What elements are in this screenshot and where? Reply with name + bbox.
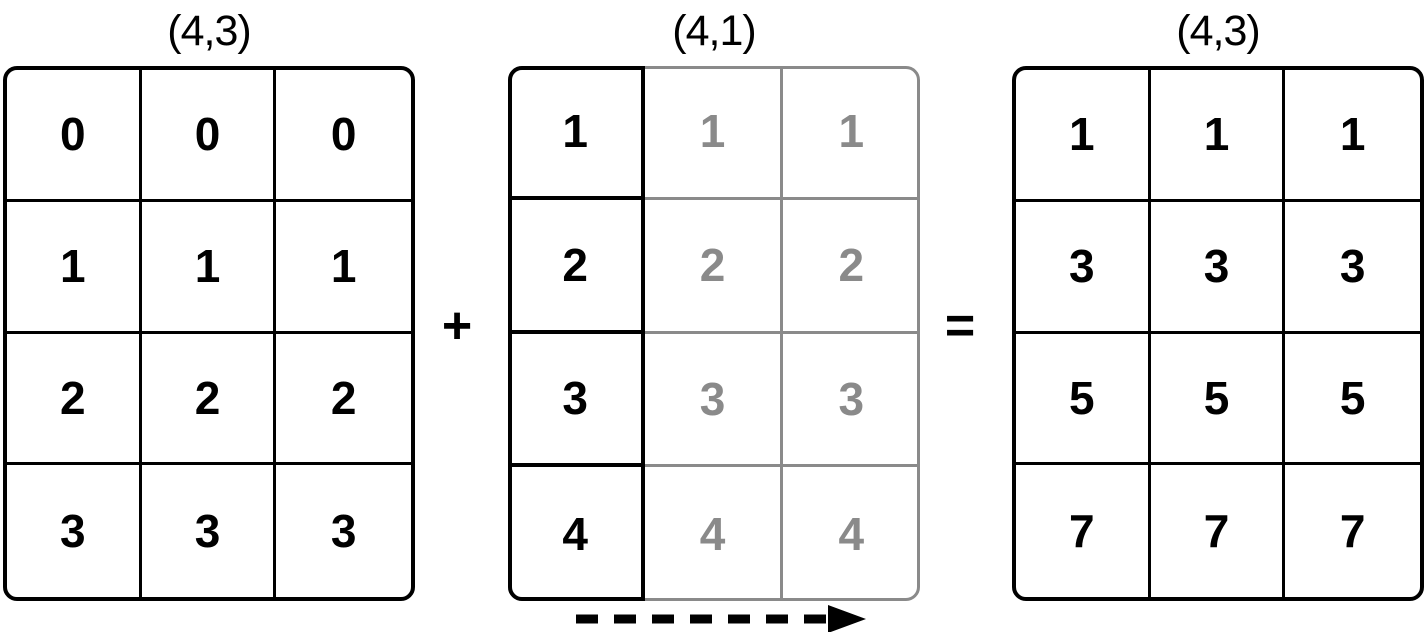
matrix-a-shape-label: (4,3) bbox=[167, 7, 251, 55]
matrix-result-cell-r0c1: 1 bbox=[1150, 70, 1286, 202]
matrix-b-cell-r0c0: 1 bbox=[508, 66, 646, 200]
matrix-a-cell-r0c2: 0 bbox=[276, 70, 411, 202]
matrix-b-cell-r3c0: 4 bbox=[562, 508, 588, 561]
matrix-result-cell-r2c0: 5 bbox=[1016, 333, 1151, 466]
matrix-a-cell-r3c0: 3 bbox=[7, 465, 142, 597]
matrix-b-cell-r2c1: 3 bbox=[645, 333, 783, 468]
matrix-b-cell-r1c0: 2 bbox=[508, 200, 646, 334]
matrix-a-cell-r1c2: 1 bbox=[276, 202, 411, 334]
matrix-result-cell-r0c0: 1 bbox=[1016, 70, 1151, 202]
matrix-result-cell-r2c1: 5 bbox=[1150, 333, 1286, 466]
matrix-a-cell-r3c1: 3 bbox=[142, 465, 277, 597]
matrix-result-cell-r0c2: 1 bbox=[1285, 70, 1420, 202]
broadcast-arrow bbox=[570, 604, 870, 633]
equals-operator: = bbox=[944, 297, 976, 355]
matrix-a-cell-r3c2: 3 bbox=[330, 505, 357, 558]
matrix-a-cell-r2c1: 2 bbox=[141, 333, 277, 466]
matrix-a-cell-r2c0: 2 bbox=[7, 333, 142, 466]
matrix-result-cell-r1c0: 3 bbox=[1016, 201, 1151, 334]
matrix-b-cell-r1c1: 2 bbox=[645, 199, 783, 334]
matrix-a-cell-r0c0: 0 bbox=[7, 70, 142, 202]
matrix-a-cell-r1c0: 1 bbox=[7, 201, 142, 334]
dashed-right-arrow-icon bbox=[576, 605, 866, 633]
matrix-b-cell-r2c0: 3 bbox=[508, 334, 646, 468]
matrix-a-cell-r0c1: 0 bbox=[141, 70, 277, 202]
matrix-b-cell-r3c2: 4 bbox=[838, 508, 865, 561]
matrix-result: 1 1 1 3 3 3 5 5 5 7 7 7 bbox=[1012, 66, 1424, 601]
matrix-result-cell-r3c2: 7 bbox=[1339, 505, 1366, 558]
matrix-b-cell-r3c1: 4 bbox=[645, 467, 783, 601]
matrix-a: 0 0 0 1 1 1 2 2 2 3 3 3 bbox=[3, 66, 415, 601]
matrix-b-cell-r1c2: 2 bbox=[782, 200, 920, 334]
matrix-a-cell-r1c1: 1 bbox=[141, 201, 277, 334]
matrix-b-shape-label: (4,1) bbox=[672, 7, 756, 55]
matrix-b: 1 1 1 2 2 2 3 3 3 4 4 4 bbox=[508, 66, 920, 601]
matrix-result-cell-r3c1: 7 bbox=[1151, 465, 1286, 597]
matrix-result-cell-r2c2: 5 bbox=[1285, 334, 1420, 466]
matrix-b-cell-r0c1: 1 bbox=[645, 66, 783, 200]
matrix-b-cell-r2c2: 3 bbox=[782, 334, 920, 468]
matrix-result-cell-r1c2: 3 bbox=[1285, 202, 1420, 334]
matrix-result-cell-r3c0: 7 bbox=[1016, 465, 1151, 597]
matrix-result-shape-label: (4,3) bbox=[1176, 7, 1260, 55]
matrix-result-cell-r1c1: 3 bbox=[1150, 201, 1286, 334]
matrix-b-cell-r0c2: 1 bbox=[782, 66, 920, 200]
matrix-a-cell-r2c2: 2 bbox=[276, 334, 411, 466]
plus-operator: + bbox=[441, 297, 473, 355]
